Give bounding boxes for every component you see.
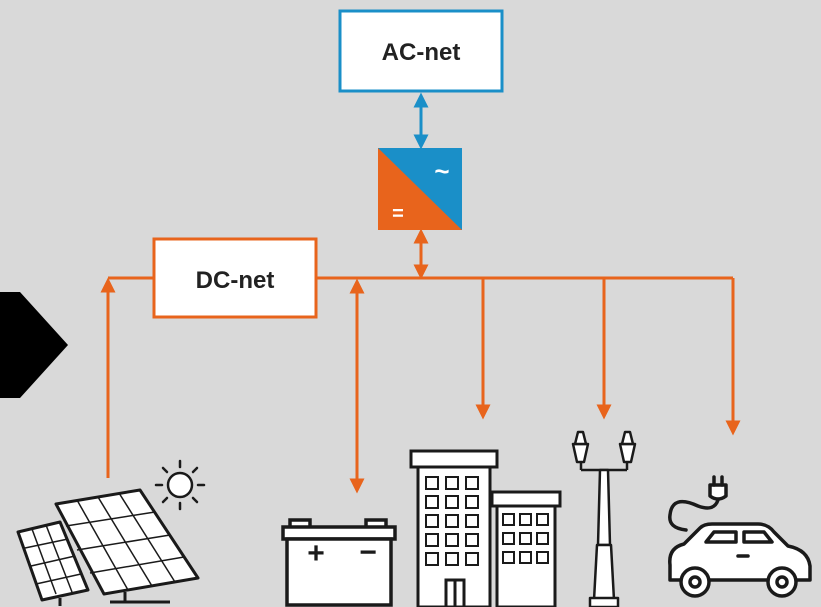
building-window bbox=[425, 514, 439, 528]
building-window bbox=[425, 533, 439, 547]
building-window bbox=[445, 533, 459, 547]
sun-icon bbox=[154, 459, 206, 511]
battery-minus-symbol: − bbox=[359, 536, 377, 569]
building-window bbox=[536, 551, 549, 564]
building-window bbox=[465, 514, 479, 528]
building-window bbox=[445, 476, 459, 490]
street-lamp-icon bbox=[571, 430, 637, 607]
dc-net-label: DC-net bbox=[196, 267, 275, 294]
building-window bbox=[425, 552, 439, 566]
building-icon bbox=[409, 449, 562, 607]
battery-plus-symbol: + bbox=[307, 537, 325, 570]
building-window bbox=[465, 495, 479, 509]
building-window bbox=[425, 476, 439, 490]
building-window bbox=[425, 495, 439, 509]
building-window bbox=[502, 532, 515, 545]
building-window bbox=[465, 552, 479, 566]
arrow-right-icon bbox=[0, 292, 68, 398]
building-window bbox=[465, 533, 479, 547]
building-windows-small bbox=[502, 513, 549, 564]
building-window bbox=[502, 551, 515, 564]
battery-icon bbox=[281, 518, 397, 607]
electric-car-icon bbox=[668, 475, 812, 598]
building-window bbox=[536, 532, 549, 545]
building-window bbox=[445, 514, 459, 528]
ac-net-box: AC-net bbox=[338, 9, 504, 93]
dc-net-box: DC-net bbox=[152, 237, 318, 319]
inverter-ac-symbol: ~ bbox=[434, 156, 449, 186]
building-window bbox=[445, 495, 459, 509]
building-window bbox=[465, 476, 479, 490]
ac-net-label: AC-net bbox=[382, 39, 461, 66]
building-window bbox=[445, 552, 459, 566]
inverter-dc-symbol: = bbox=[392, 203, 404, 225]
inverter-icon: ~ = bbox=[378, 148, 462, 230]
building-window bbox=[502, 513, 515, 526]
building-windows bbox=[425, 476, 479, 566]
building-window bbox=[519, 513, 532, 526]
building-window bbox=[536, 513, 549, 526]
solar-panel-icon bbox=[16, 488, 200, 606]
building-window bbox=[519, 551, 532, 564]
building-window bbox=[519, 532, 532, 545]
